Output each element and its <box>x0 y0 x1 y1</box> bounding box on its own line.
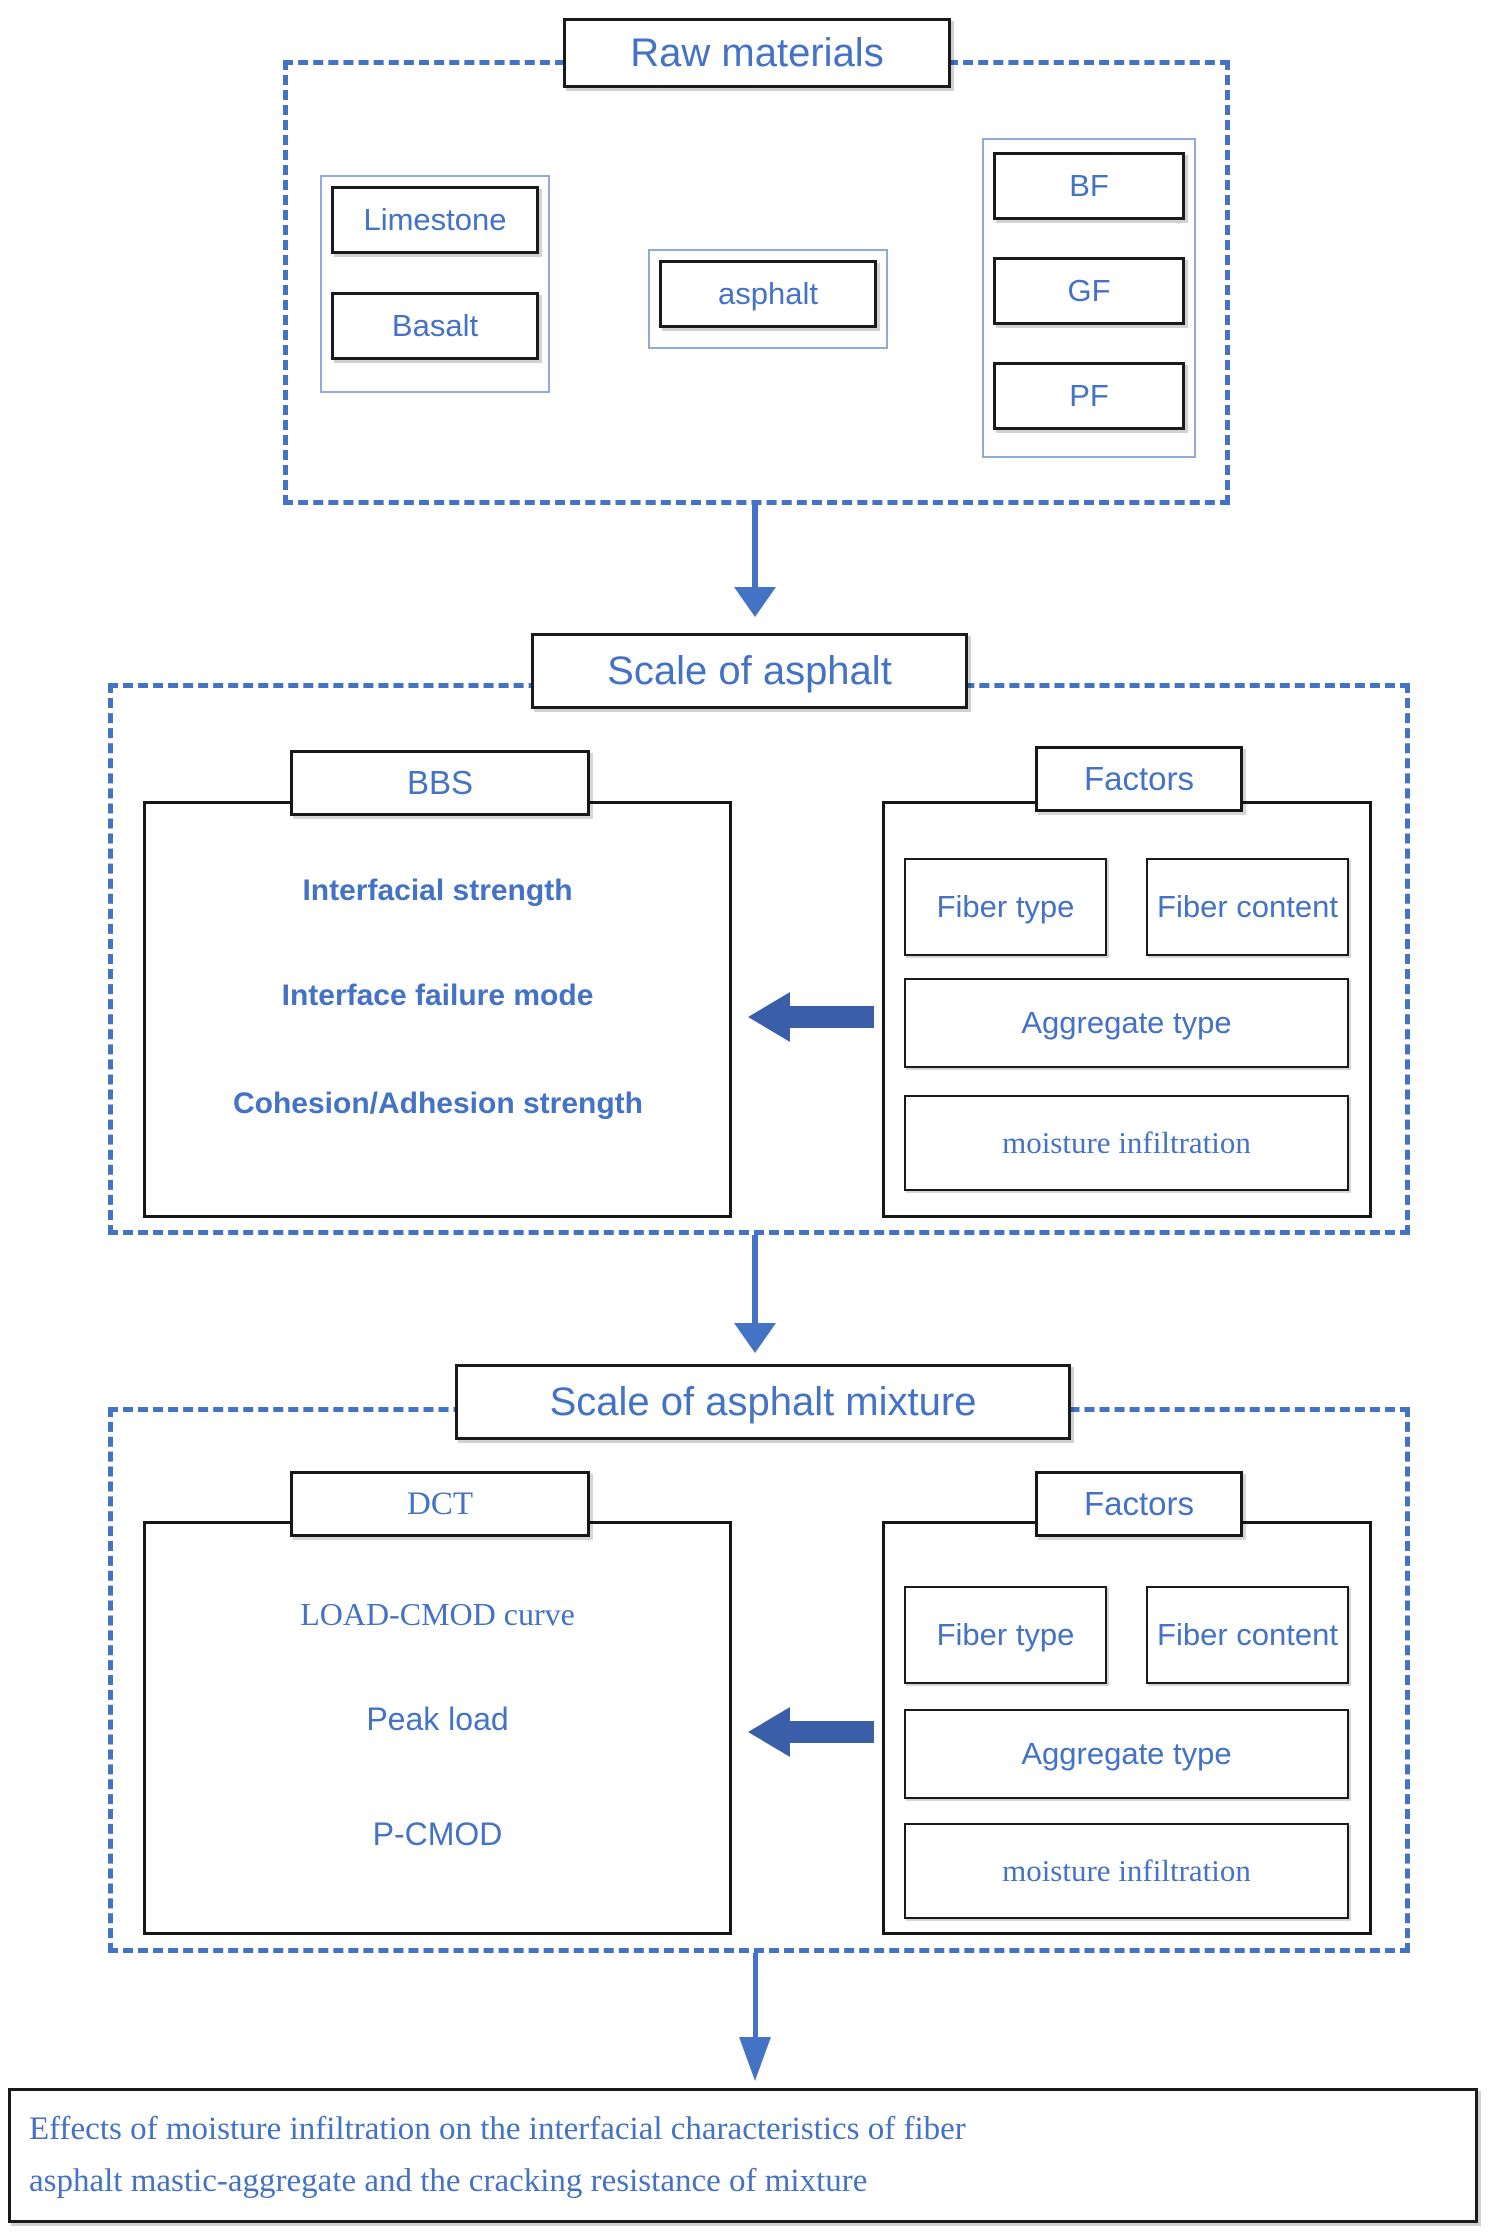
fiber-pf-box: PF <box>993 362 1185 430</box>
conclusion-box: Effects of moisture infiltration on the … <box>8 2088 1478 2223</box>
factor-fiber-type-asphalt-label: Fiber type <box>936 889 1075 925</box>
dct-output-2-label: P-CMOD <box>372 1816 503 1852</box>
factor-aggregate-type-asphalt-label: Aggregate type <box>1021 1005 1232 1041</box>
factors-tab-asphalt-label: Factors <box>1083 760 1195 797</box>
factor-moisture-asphalt-label: moisture infiltration <box>1002 1125 1251 1161</box>
factor-fiber-content-mixture-label: Fiber content <box>1157 1617 1338 1653</box>
bbs-output-1: Interface failure mode <box>143 978 732 1014</box>
factor-aggregate-type-asphalt: Aggregate type <box>904 978 1349 1068</box>
bbs-output-2-label: Cohesion/Adhesion strength <box>232 1087 643 1120</box>
dct-output-2: P-CMOD <box>143 1815 732 1853</box>
factor-fiber-type-asphalt: Fiber type <box>904 858 1107 956</box>
dct-output-1: Peak load <box>143 1700 732 1738</box>
fiber-gf-label: GF <box>1067 273 1111 309</box>
connector-asphalt-to-mixture-line <box>752 1235 758 1335</box>
scale-of-mixture-title: Scale of asphalt mixture <box>549 1380 977 1424</box>
basalt-box: Basalt <box>331 292 539 360</box>
bbs-output-0: Interfacial strength <box>143 873 732 909</box>
scale-of-asphalt-title-box: Scale of asphalt <box>531 633 968 709</box>
dct-tab-label: DCT <box>407 1485 473 1522</box>
bbs-output-0-label: Interfacial strength <box>302 874 573 907</box>
connector-mixture-to-conclusion-arrow-icon <box>739 2037 771 2081</box>
factor-aggregate-type-mixture-label: Aggregate type <box>1021 1736 1232 1772</box>
connector-mixture-to-conclusion-line <box>753 1953 758 2043</box>
factor-fiber-type-mixture: Fiber type <box>904 1586 1107 1684</box>
dct-output-0: LOAD-CMOD curve <box>143 1595 732 1633</box>
raw-materials-title-box: Raw materials <box>563 18 951 88</box>
factors-tab-mixture: Factors <box>1035 1471 1243 1537</box>
scale-of-asphalt-title: Scale of asphalt <box>607 649 892 693</box>
factor-fiber-content-asphalt-label: Fiber content <box>1157 889 1338 925</box>
basalt-label: Basalt <box>391 308 479 344</box>
connector-raw-to-asphalt-arrow-icon <box>734 587 776 617</box>
limestone-box: Limestone <box>331 186 539 254</box>
factor-moisture-mixture: moisture infiltration <box>904 1823 1349 1919</box>
scale-of-mixture-title-box: Scale of asphalt mixture <box>455 1364 1071 1440</box>
bbs-panel <box>143 801 732 1218</box>
fiber-gf-box: GF <box>993 257 1185 325</box>
asphalt-label: asphalt <box>718 276 818 312</box>
limestone-label: Limestone <box>363 202 507 238</box>
binder-group <box>648 249 888 349</box>
conclusion-line-1: Effects of moisture infiltration on the … <box>29 2111 966 2148</box>
connector-asphalt-to-mixture-arrow-icon <box>734 1323 776 1353</box>
raw-materials-title: Raw materials <box>630 31 884 75</box>
factor-moisture-mixture-label: moisture infiltration <box>1002 1853 1251 1889</box>
fiber-pf-label: PF <box>1069 378 1109 414</box>
factor-aggregate-type-mixture: Aggregate type <box>904 1709 1349 1799</box>
dct-panel <box>143 1521 732 1935</box>
bbs-tab-label: BBS <box>406 764 474 801</box>
bbs-tab: BBS <box>290 750 590 816</box>
fiber-bf-box: BF <box>993 152 1185 220</box>
factor-fiber-content-mixture: Fiber content <box>1146 1586 1349 1684</box>
factors-to-dct-arrow-icon <box>748 1703 874 1761</box>
factors-to-bbs-arrow-icon <box>748 988 874 1046</box>
factor-moisture-asphalt: moisture infiltration <box>904 1095 1349 1191</box>
dct-tab: DCT <box>290 1471 590 1537</box>
connector-raw-to-asphalt-line <box>752 505 758 595</box>
aggregate-group <box>320 175 550 393</box>
factor-fiber-content-asphalt: Fiber content <box>1146 858 1349 956</box>
dct-output-1-label: Peak load <box>366 1701 509 1737</box>
dct-output-0-label: LOAD-CMOD curve <box>300 1596 575 1632</box>
asphalt-box: asphalt <box>659 260 877 328</box>
bbs-output-1-label: Interface failure mode <box>281 979 594 1012</box>
fiber-bf-label: BF <box>1069 168 1109 204</box>
factors-tab-mixture-label: Factors <box>1083 1485 1195 1522</box>
fiber-group <box>982 138 1196 458</box>
conclusion-line-2: asphalt mastic-aggregate and the crackin… <box>29 2162 868 2199</box>
bbs-output-2: Cohesion/Adhesion strength <box>213 1086 663 1122</box>
factor-fiber-type-mixture-label: Fiber type <box>936 1617 1075 1653</box>
factors-tab-asphalt: Factors <box>1035 746 1243 812</box>
